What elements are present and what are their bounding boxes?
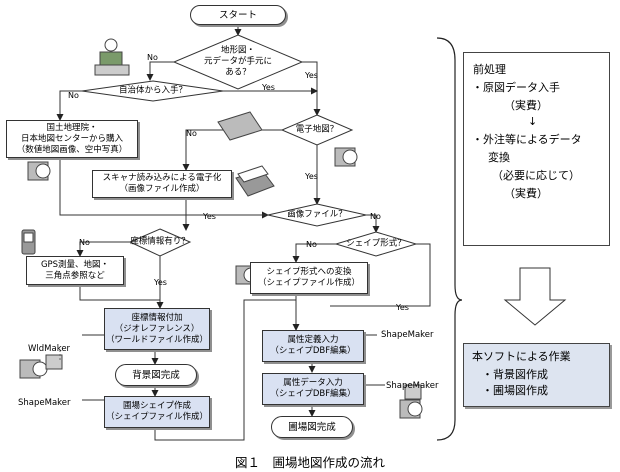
coord-assign-box: 座標情報付加 （ジオレファレンス） （ワールドファイル作成）: [104, 308, 210, 350]
decision-municipality: 自治体から入手？: [118, 85, 188, 96]
edge-shape-yes: [330, 243, 431, 307]
software-box-icon: [45, 354, 63, 370]
attr-data-box: 属性データ入力 （シェイプDBF編集）: [262, 373, 364, 405]
software-item: ・背景図作成: [482, 368, 548, 381]
bracket-preprocess: [436, 37, 463, 316]
software-title: 本ソフトによる作業: [472, 350, 571, 363]
software-box-icon: [404, 384, 422, 400]
gsi-purchase-box: 国土地理院・ 日本地図センターから購入 （数値地図画像、空中写真）: [6, 120, 138, 158]
preprocess-line: （実費）: [504, 187, 548, 200]
preprocess-line: （実費）: [504, 99, 548, 112]
label-yes: Yes: [154, 278, 167, 287]
edge-image-no: [366, 214, 380, 233]
edge-image-yes: [182, 214, 268, 231]
scanner-digitize-box: スキャナ読み込みによる電子化 （画像ファイル作成）: [92, 170, 232, 198]
label-no: No: [147, 53, 158, 62]
gps-device-icon: [21, 229, 36, 255]
edge-q1-yes: [302, 61, 321, 116]
decision-shape-format: シェイプ形式？: [346, 238, 406, 249]
preprocess-line: 変換: [488, 151, 510, 164]
gps-survey-box: GPS測量、地図・ 三角点参照など: [26, 256, 124, 285]
diamond-coord-info: [128, 228, 192, 257]
label-yes: Yes: [305, 172, 318, 181]
label-no: No: [79, 238, 90, 247]
start-node: スタート: [190, 5, 286, 25]
edge-coord-no: [76, 241, 130, 257]
person-icon: [94, 38, 130, 76]
label-no: No: [186, 129, 197, 138]
edge-field-merge: [154, 299, 296, 441]
edge-q1-no: [146, 61, 174, 81]
decision-coord-info: 座標情報有り？: [130, 236, 190, 247]
diamond-image-file: [267, 203, 367, 227]
label-no: No: [370, 212, 381, 221]
bracket-software: [436, 315, 456, 441]
bg-complete-node: 背景図完成: [115, 364, 197, 386]
software-panel: 本ソフトによる作業 ・背景図作成 ・圃場図作成: [463, 343, 610, 407]
label-yes: Yes: [396, 303, 409, 312]
decision-image-file: 画像ファイル？: [287, 209, 347, 220]
label-yes: Yes: [262, 83, 275, 92]
diamond-municipality: [81, 80, 224, 102]
preprocess-line: （必要に応じて）: [492, 169, 580, 182]
diamond-has-data: [172, 34, 304, 90]
tool-label-wldmaker: WldMaker: [28, 344, 71, 354]
scanner-icon: [235, 165, 275, 197]
shape-convert-box: シェイプ形式への変換 （シェイプファイル作成）: [250, 262, 368, 294]
tool-label-shapemaker: ShapeMaker: [381, 330, 434, 340]
software-item: ・圃場図作成: [482, 384, 548, 397]
tool-label-shapemaker: ShapeMaker: [18, 398, 71, 408]
cd-icon: [399, 399, 423, 419]
diamond-digital-map: [280, 114, 354, 146]
label-no: No: [306, 240, 317, 249]
label-no: No: [68, 91, 79, 100]
tool-label-shapemaker: ShapeMaker: [386, 381, 439, 391]
field-complete-node: 圃場図完成: [271, 416, 353, 438]
preprocess-title: 前処理: [473, 63, 506, 76]
map-icon: [217, 111, 263, 141]
edge-muni-no: [56, 90, 82, 121]
label-yes: Yes: [203, 212, 216, 221]
decision-has-data: 地形図・ 元データが手元に ある？: [203, 45, 273, 78]
preprocess-line: ・原図データ入手: [472, 81, 560, 94]
panel-arrow: [503, 267, 567, 326]
preprocess-line: ・外注等によるデータ: [472, 133, 582, 146]
decision-digital-map: 電子地図？: [295, 124, 339, 135]
field-shape-box: 圃場シェイプ作成 （シェイプファイル作成）: [104, 396, 210, 428]
edge-gps-merge: [79, 285, 160, 301]
attr-def-box: 属性定義入力 （シェイプDBF編集）: [262, 330, 364, 362]
figure-caption: 図１ 圃場地図作成の流れ: [234, 455, 385, 470]
edge-scanner-down: [185, 198, 269, 219]
edge-shape-no: [292, 243, 336, 263]
cd-icon: [27, 161, 51, 181]
cd-icon: [19, 359, 48, 379]
cd-icon: [334, 147, 358, 167]
label-yes: Yes: [305, 71, 318, 80]
preprocess-arrow: ↓: [528, 115, 538, 128]
preprocess-panel: 前処理 ・原図データ入手 （実費） ↓ ・外注等によるデータ 変換 （必要に応じ…: [463, 52, 610, 246]
diamond-shape-format: [334, 231, 418, 257]
